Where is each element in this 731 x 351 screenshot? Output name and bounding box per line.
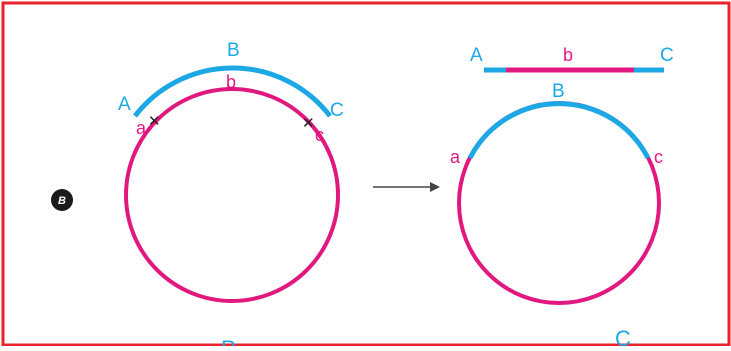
arrow-head: [430, 182, 440, 192]
right-bar-right-label: C: [660, 45, 674, 66]
left-circle-right-label: c: [315, 125, 324, 145]
left-arc-left-label: A: [118, 94, 131, 115]
transition-arrow: [373, 182, 440, 192]
left-arc-top-label: B: [227, 40, 240, 61]
right-bar-middle-label: b: [563, 45, 573, 65]
panel-badge: B: [51, 189, 73, 211]
right-diagram: A b C B a c: [450, 45, 674, 305]
left-pink-circle: [124, 87, 340, 303]
left-circle-top-label: b: [226, 72, 236, 92]
panel-badge-circle: [51, 189, 73, 211]
left-arc-right-label: C: [330, 100, 344, 121]
right-circle-top-label: B: [552, 81, 565, 102]
left-blue-arc: [133, 65, 332, 118]
right-blue-arc: [467, 101, 651, 160]
left-circle-left-label: a: [136, 118, 147, 138]
right-circle-right-label: c: [654, 147, 663, 167]
bottom-partial-label-right: C: [615, 326, 631, 346]
bottom-partial-label-left: P: [221, 336, 236, 346]
left-cut-mark-left: ✕: [148, 113, 161, 130]
panel-badge-label: B: [58, 195, 66, 207]
left-diagram: ✕ ✕ B A C b a c: [118, 40, 344, 303]
left-cut-mark-right: ✕: [302, 115, 315, 132]
right-circle-left-label: a: [450, 147, 461, 167]
right-bar-left-label: A: [470, 45, 483, 66]
